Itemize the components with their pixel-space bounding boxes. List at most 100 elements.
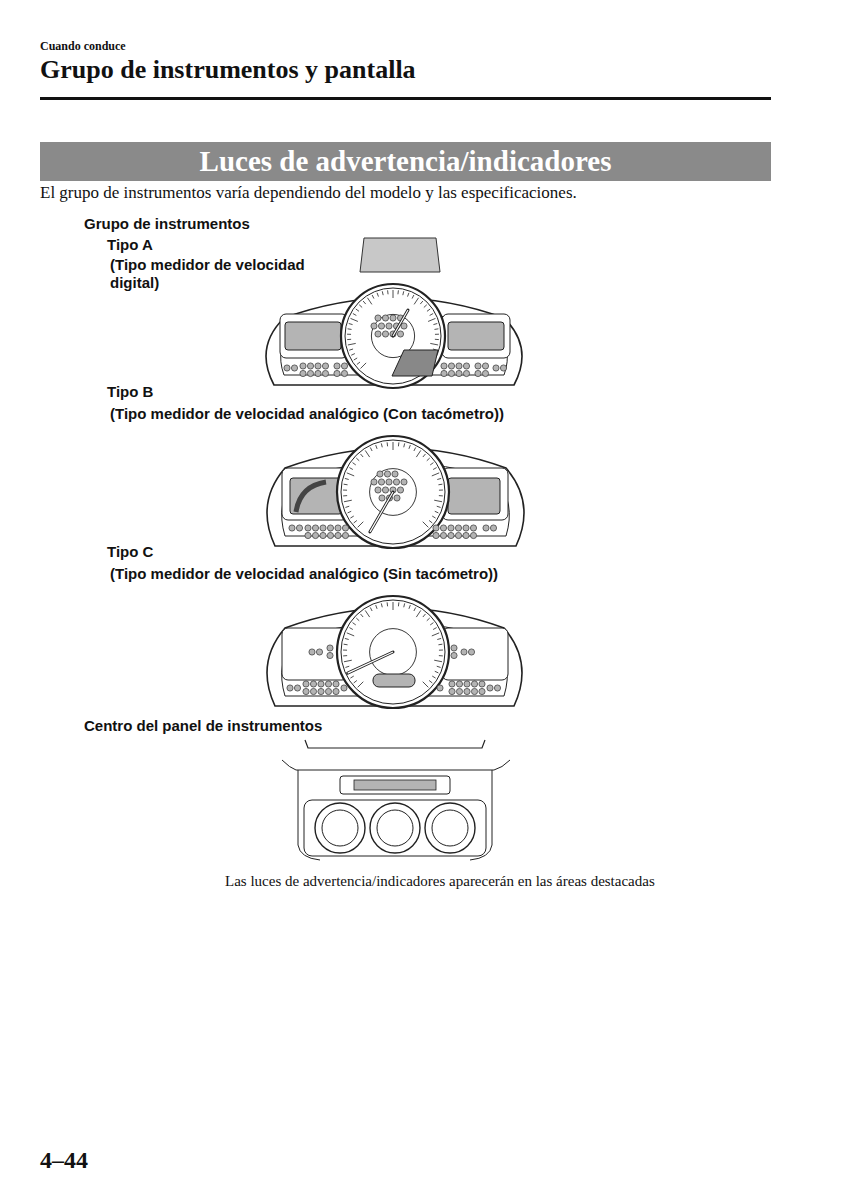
indicator-lamp: [471, 688, 477, 694]
dial-tick: [350, 676, 353, 678]
dial-tick: [414, 298, 418, 305]
dial-tick: [433, 628, 436, 630]
dial-tick: [416, 610, 420, 617]
indicator-lamp: [327, 645, 333, 651]
indicator-lamp: [342, 525, 348, 531]
dial-tick: [356, 458, 359, 461]
dial-tick: [349, 324, 353, 325]
head-up-display: [360, 238, 440, 272]
dial-tick: [432, 473, 439, 476]
dial-tick: [365, 450, 369, 457]
indicator-lamp: [341, 685, 347, 691]
indicator-lamp: [397, 331, 403, 337]
indicator-lamp: [371, 479, 377, 485]
dial-tick: [397, 290, 398, 294]
indicator-lamp: [384, 471, 390, 477]
dial-tick: [434, 328, 438, 330]
section-heading: Luces de advertencia/indicadores: [200, 144, 612, 179]
dial-tick: [435, 339, 439, 340]
indicator-lamp: [479, 688, 485, 694]
dial-face: [341, 600, 445, 704]
indicator-lamp: [463, 532, 469, 538]
cluster-type-b: [267, 436, 524, 548]
dial-tick: [343, 655, 347, 656]
dial-ring: [341, 284, 445, 388]
header-rule: [40, 97, 771, 100]
dial-tick: [343, 650, 347, 651]
section-band: Luces de advertencia/indicadores: [40, 142, 771, 181]
display-frame: [340, 776, 450, 794]
dial-tick: [347, 339, 351, 340]
warning-display-right: [448, 478, 500, 514]
indicator-lamp: [441, 370, 447, 376]
dial-tick: [434, 660, 442, 662]
indicator-lamp: [291, 365, 297, 371]
indicator-lamp: [375, 315, 381, 321]
indicator-lamp: [318, 688, 324, 694]
dial-tick: [353, 463, 356, 465]
indicator-lamp: [448, 370, 454, 376]
needle-core: [370, 492, 393, 532]
indicator-lamp: [307, 370, 313, 376]
dial-tick: [350, 516, 353, 518]
indicator-lamp: [303, 681, 309, 687]
dial-tick: [437, 478, 441, 479]
indicator-lamp: [341, 363, 347, 369]
indicator-lamp: [493, 365, 499, 371]
dial-tick: [347, 473, 354, 476]
dial-tick: [354, 520, 357, 522]
indicator-lamp: [456, 370, 462, 376]
dial-tick: [348, 328, 352, 330]
indicator-lamp: [470, 532, 476, 538]
dial-tick: [438, 484, 442, 486]
dial-tick: [437, 666, 441, 667]
dial-tick: [351, 318, 358, 321]
indicator-lamp: [310, 681, 316, 687]
dial-ring: [337, 596, 449, 708]
tachometer-arc: [296, 482, 326, 512]
indicator-lamp: [482, 363, 488, 369]
dial-tick: [345, 638, 349, 639]
dial-tick: [403, 603, 405, 607]
indicator-lamp: [475, 363, 481, 369]
dial-tick: [427, 618, 430, 621]
indicator-lamp: [448, 525, 454, 531]
dial-tick: [408, 293, 409, 297]
indicator-lamp: [463, 370, 469, 376]
indicator-lamp: [490, 525, 496, 531]
indicator-lamp: [342, 532, 348, 538]
indicator-lamp: [461, 649, 467, 655]
dial-tick: [353, 623, 356, 625]
indicator-lamp: [456, 688, 462, 694]
indicator-lamp: [382, 315, 388, 321]
dial-tick: [372, 295, 374, 299]
indicator-lamp: [455, 525, 461, 531]
dial-tick: [430, 623, 433, 625]
indicator-lamp: [334, 370, 340, 376]
dial-tick: [437, 506, 441, 507]
side-panel: [280, 314, 348, 358]
indicator-lamp: [315, 370, 321, 376]
cluster-type-c: [267, 596, 522, 708]
dial-tick: [365, 610, 369, 617]
dial-tick: [351, 354, 355, 356]
indicator-lamp: [451, 645, 457, 651]
section-name: Cuando conduce: [40, 39, 126, 53]
knob-inner: [322, 810, 358, 846]
dial-tick: [414, 607, 416, 611]
indicator-lamp: [437, 685, 443, 691]
dial-tick: [435, 334, 439, 335]
control-knob: [315, 803, 365, 853]
panel-frame: [298, 770, 492, 860]
dial-tick: [393, 602, 394, 610]
caption: Las luces de advertencia/indicadores apa…: [225, 872, 655, 890]
needle-core: [393, 310, 408, 336]
indicator-lamp: [315, 363, 321, 369]
dial-tick: [439, 650, 443, 651]
dial-tick: [434, 500, 442, 502]
dial-display: [373, 674, 415, 687]
dial-tick: [344, 484, 348, 486]
type-description: (Tipo medidor de velocidad analógico (Si…: [110, 565, 498, 583]
indicator-lamp: [448, 363, 454, 369]
indicator-lamp: [327, 525, 333, 531]
